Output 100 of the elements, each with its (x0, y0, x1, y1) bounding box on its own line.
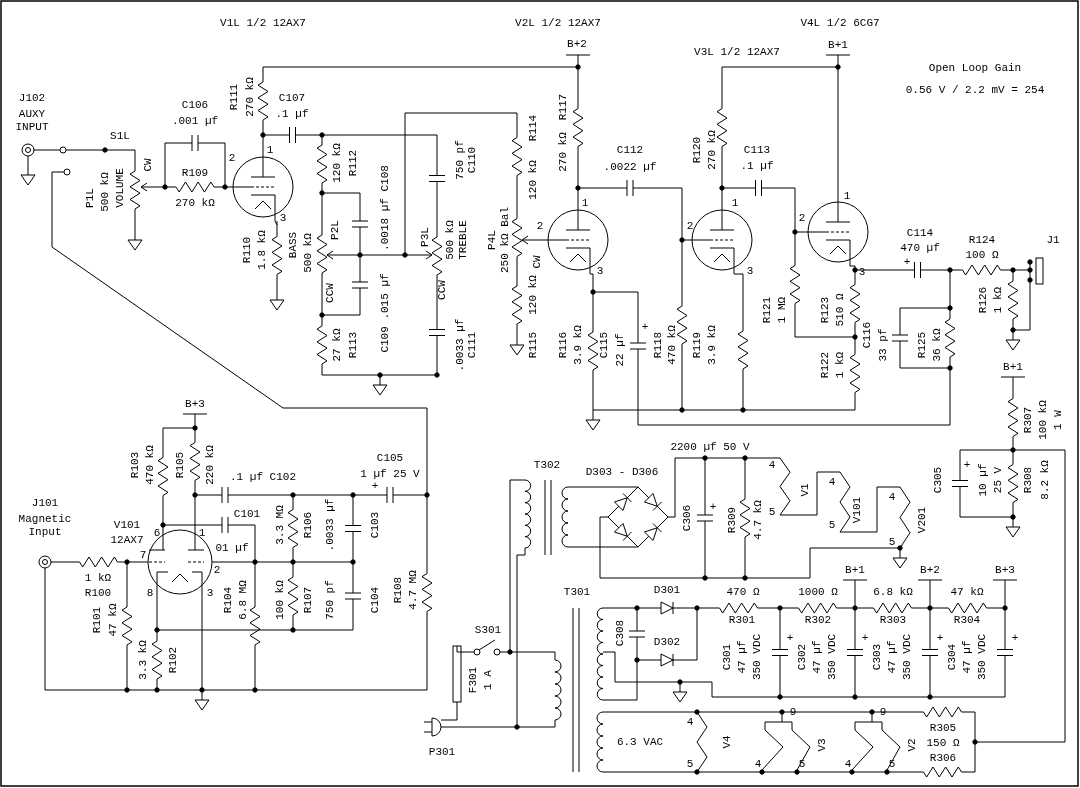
pin-number: 2 (213, 563, 221, 577)
component-label: V201 (915, 506, 929, 534)
component-label: C305 (931, 466, 945, 494)
polarity-mark: + (371, 479, 379, 493)
component-label: C304 (945, 643, 959, 671)
component-label: S1L (110, 129, 130, 143)
note-text: Magnetic Input (17, 513, 73, 539)
pin-number: 3 (279, 211, 287, 225)
pin-number: 5 (888, 535, 896, 549)
component-label: R109 (181, 166, 209, 180)
polarity-mark: + (861, 631, 869, 645)
component-label: R303 (879, 613, 907, 627)
value-label: 1 W (1051, 410, 1065, 430)
component-label: C306 (680, 504, 694, 532)
component-label: R124 (968, 233, 996, 247)
component-label: R309 (725, 506, 739, 534)
value-label: 470 kΩ (665, 325, 679, 365)
pin-number: 6 (153, 526, 161, 540)
component-label: R104 (221, 586, 235, 614)
value-label: 47 kΩ (106, 603, 120, 637)
pin-number: 1 (843, 189, 851, 203)
component-label: C105 (376, 451, 404, 465)
component-label: R101 (90, 606, 104, 634)
pin-number: 5 (798, 757, 806, 771)
component-label: R305 (929, 721, 957, 735)
value-label: 150 Ω (926, 736, 960, 750)
pin-number: 4 (828, 475, 836, 489)
value-label: 100 kΩ (273, 580, 287, 620)
value-label: 3.9 kΩ (705, 325, 719, 365)
component-label: T301 (563, 585, 591, 599)
supply-rail-label: B+3 (995, 563, 1015, 577)
component-label: R111 (227, 83, 241, 111)
value-label: 10 µf (976, 463, 990, 497)
pin-number: 1 (198, 526, 206, 540)
component-label: D303 - D306 (585, 465, 659, 479)
component-label: F301 (466, 666, 480, 694)
pin-number: 4 (686, 715, 694, 729)
tube-label: V1L 1/2 12AX7 (220, 16, 306, 30)
component-label: S301 (474, 623, 502, 637)
component-label: R301 (728, 613, 756, 627)
value-label: .001 µf (171, 114, 219, 128)
component-label: P301 (428, 745, 456, 759)
component-label: C302 (795, 643, 809, 671)
component-label: R307 (1021, 406, 1035, 434)
note-text: AUXY INPUT (14, 108, 50, 134)
component-label: R100 (84, 586, 112, 600)
value-label: 350 VDC (975, 633, 989, 681)
pin-number: 9 (789, 705, 797, 719)
value-label: 350 VDC (900, 633, 914, 681)
value-label: 750 pf (323, 580, 337, 620)
tube-label: 12AX7 (110, 533, 144, 547)
component-label: P2L (328, 220, 342, 240)
component-label: J101 (31, 496, 59, 510)
component-label: J1 (1046, 233, 1060, 247)
value-label: 4.7 MΩ (406, 570, 420, 610)
pin-number: 8 (146, 586, 154, 600)
pin-number: 3 (858, 265, 866, 279)
value-label: .1 µf C102 (230, 470, 296, 484)
component-label: R306 (929, 751, 957, 765)
component-label: R121 (760, 296, 774, 324)
tube-label: V4L 1/2 6CG7 (800, 16, 880, 30)
value-label: 120 kΩ (330, 143, 344, 183)
polarity-mark: + (786, 631, 794, 645)
value-label: 500 kΩ (443, 220, 457, 260)
supply-rail-label: B+2 (567, 37, 587, 51)
value-label: 510 Ω (833, 293, 847, 327)
pin-number: 4 (844, 757, 852, 771)
component-label: C110 (465, 146, 479, 174)
value-label: 01 µf (215, 541, 249, 555)
component-label: C113 (743, 143, 771, 157)
control-label: VOLUME (113, 168, 127, 208)
pin-number: 2 (228, 151, 236, 165)
control-label: CW (530, 255, 544, 269)
component-label: C303 (870, 643, 884, 671)
component-label: P1L (83, 188, 97, 208)
component-label: R113 (346, 331, 360, 359)
component-label: C107 (278, 91, 306, 105)
value-label: 22 µf (613, 333, 627, 367)
polarity-mark: + (963, 458, 971, 472)
value-label: 47 µf (810, 640, 824, 674)
value-label: 1 kΩ (84, 571, 112, 585)
component-label: C116 (860, 321, 874, 349)
component-label: C301 (720, 643, 734, 671)
value-label: 270 kΩ (243, 77, 257, 117)
value-label: 3.3 kΩ (136, 640, 150, 680)
control-label: CW (141, 158, 155, 172)
supply-rail-label: B+3 (185, 397, 205, 411)
value-label: 220 kΩ (203, 445, 217, 485)
value-label: 2200 µf 50 V (670, 440, 750, 454)
value-label: 47 kΩ (950, 585, 984, 599)
pin-number: 4 (888, 490, 896, 504)
value-label: .0018 µf C108 (378, 165, 392, 251)
component-label: R108 (391, 576, 405, 604)
value-label: 470 kΩ (143, 445, 157, 485)
component-label: R116 (556, 331, 570, 359)
value-label: 47 µf (885, 640, 899, 674)
value-label: 3.9 kΩ (571, 325, 585, 365)
component-label: V2 (905, 738, 919, 752)
component-label: D302 (653, 635, 681, 649)
component-label: R122 (818, 351, 832, 379)
